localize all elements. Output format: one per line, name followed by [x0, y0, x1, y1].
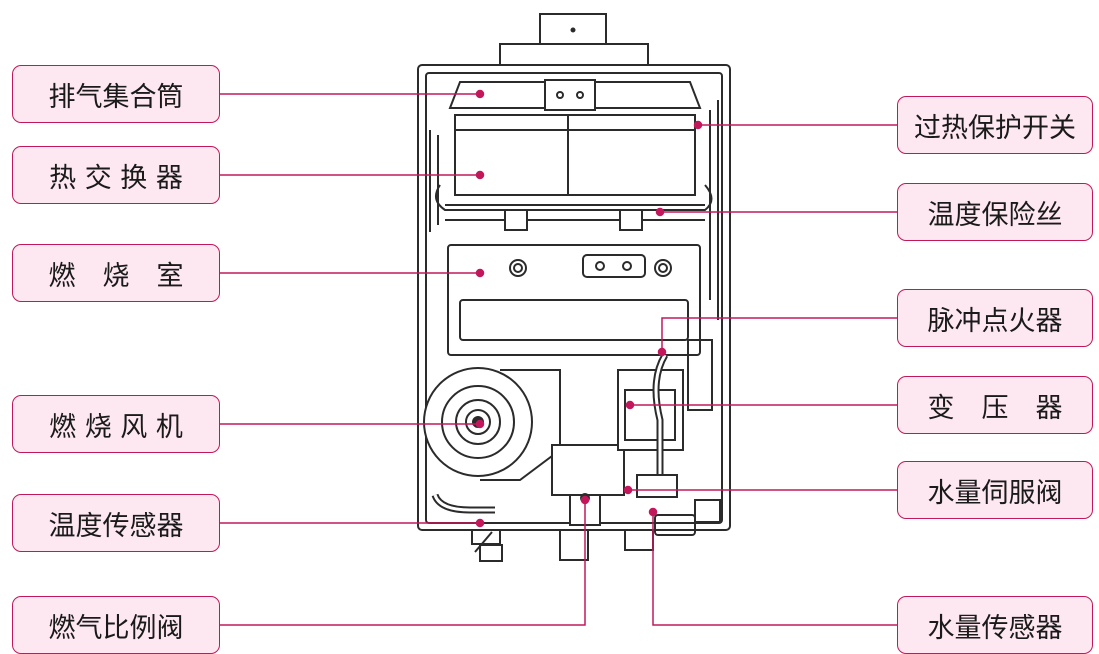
label-temperature-sensor: 温度传感器 — [12, 494, 220, 552]
label-combustion-fan: 燃 烧 风 机 — [12, 395, 220, 453]
label-exhaust-collector: 排气集合筒 — [12, 65, 220, 123]
label-transformer: 变 压 器 — [897, 376, 1093, 434]
label-water-flow-sensor: 水量传感器 — [897, 596, 1093, 654]
label-gas-proportional-valve: 燃气比例阀 — [12, 596, 220, 654]
label-combustion-chamber: 燃 烧 室 — [12, 244, 220, 302]
label-water-servo-valve: 水量伺服阀 — [897, 461, 1093, 519]
label-thermal-fuse: 温度保险丝 — [897, 183, 1093, 241]
label-pulse-igniter: 脉冲点火器 — [897, 289, 1093, 347]
label-overheat-switch: 过热保护开关 — [897, 96, 1093, 154]
label-heat-exchanger: 热 交 换 器 — [12, 146, 220, 204]
